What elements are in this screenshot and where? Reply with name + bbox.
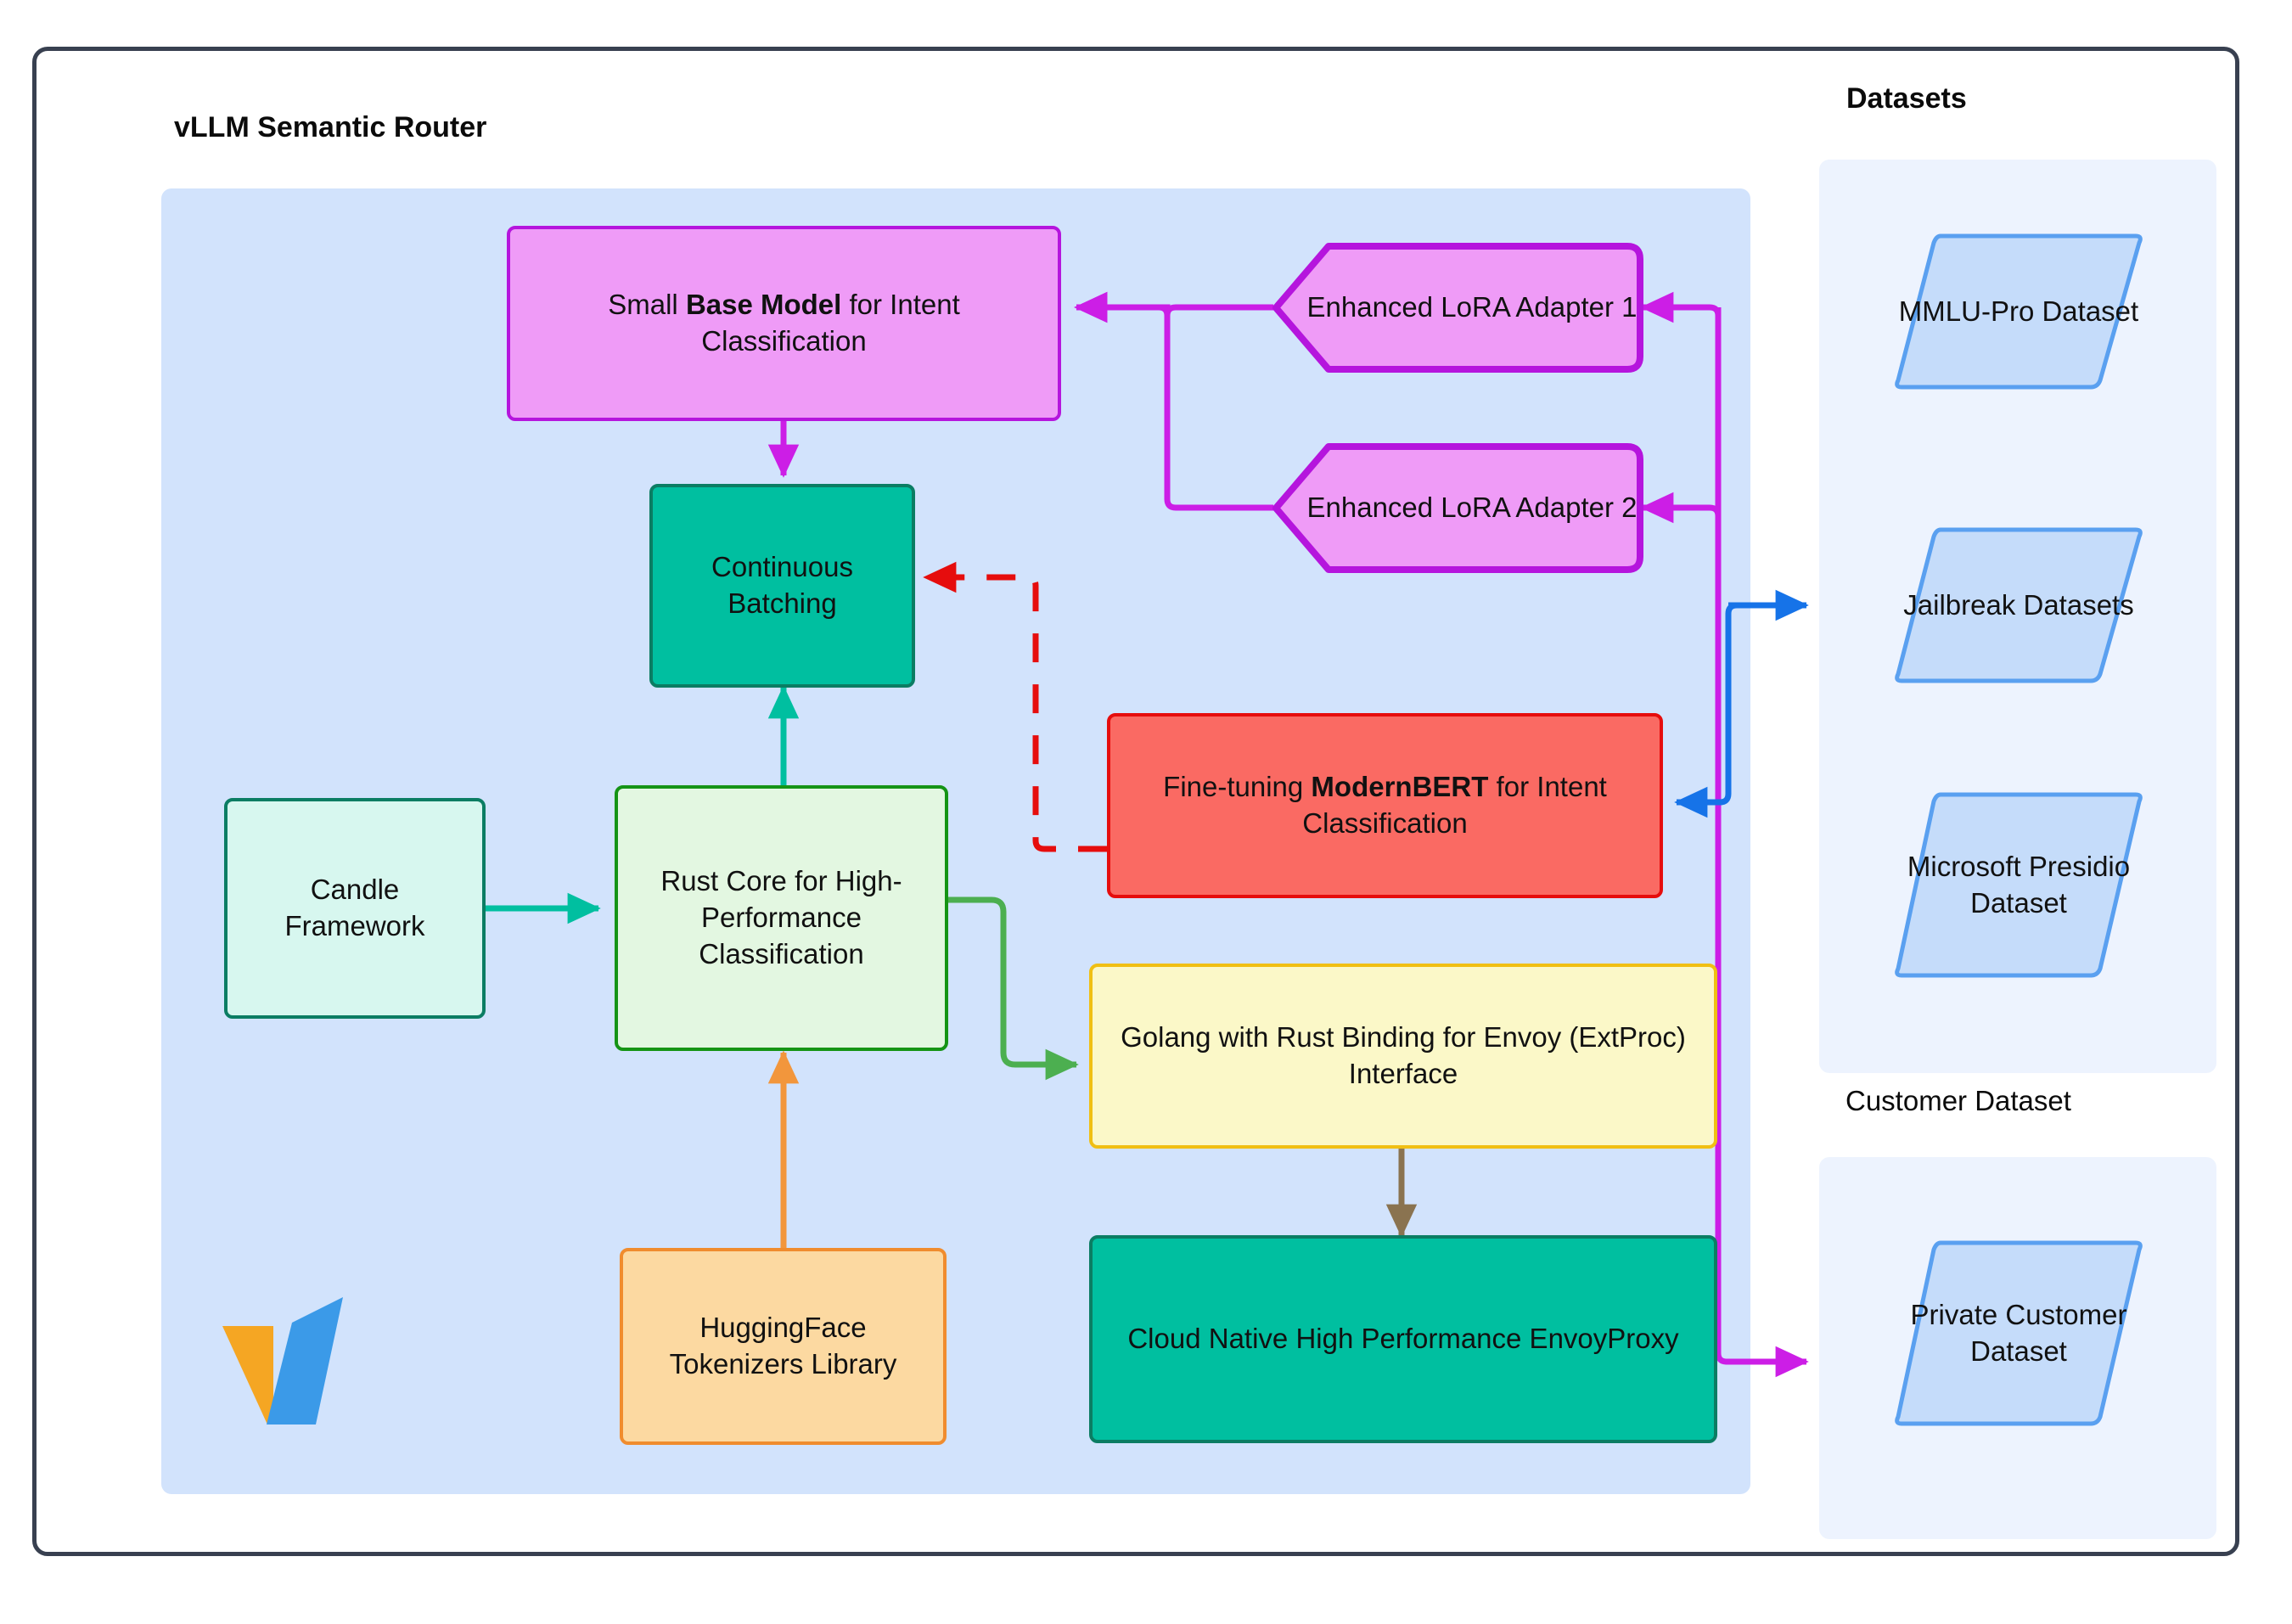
private-customer-dataset-shape: [1895, 1240, 2143, 1426]
node-golang-extproc[interactable]: Golang with Rust Binding for Envoy (ExtP…: [1089, 964, 1717, 1149]
base-model-bold: Base Model: [685, 289, 842, 321]
lora-adapter-1-label: Enhanced LoRA Adapter 1: [1306, 291, 1638, 323]
base-model-pre: Small: [608, 289, 686, 321]
node-private-customer-dataset[interactable]: Private Customer Dataset: [1891, 1238, 2146, 1429]
node-lora-adapter-2[interactable]: Enhanced LoRA Adapter 2: [1271, 442, 1644, 574]
continuous-batching-label: Continuous Batching: [711, 551, 853, 619]
node-rust-core[interactable]: Rust Core for High-Performance Classific…: [615, 785, 948, 1051]
jailbreak-datasets-shape: [1895, 527, 2143, 683]
candle-framework-label: Candle Framework: [284, 874, 425, 941]
node-continuous-batching[interactable]: Continuous Batching: [649, 484, 915, 688]
huggingface-label: HuggingFace Tokenizers Library: [669, 1312, 897, 1380]
node-microsoft-presidio-dataset[interactable]: Microsoft Presidio Dataset: [1891, 790, 2146, 981]
private-customer-dataset-label: Private Customer Dataset: [1910, 1298, 2127, 1367]
datasets-panel-title: Datasets: [1846, 82, 1967, 115]
microsoft-presidio-dataset-shape: [1895, 792, 2143, 978]
vllm-logo: [222, 1297, 343, 1425]
node-jailbreak-datasets[interactable]: Jailbreak Datasets: [1891, 525, 2146, 686]
jailbreak-datasets-label: Jailbreak Datasets: [1903, 588, 2134, 621]
modernbert-pre: Fine-tuning: [1163, 771, 1312, 803]
modernbert-bold: ModernBERT: [1311, 771, 1489, 803]
node-base-model[interactable]: Small Base Model for Intent Classificati…: [507, 226, 1061, 421]
rust-core-label: Rust Core for High-Performance Classific…: [660, 865, 902, 969]
mmlu-pro-dataset-label: MMLU-Pro Dataset: [1898, 295, 2139, 327]
microsoft-presidio-dataset-label: Microsoft Presidio Dataset: [1907, 850, 2131, 919]
customer-dataset-label: Customer Dataset: [1845, 1085, 2071, 1116]
lora-adapter-1-shape: [1272, 243, 1643, 373]
lora-adapter-2-shape: [1272, 443, 1643, 573]
envoy-label: Cloud Native High Performance EnvoyProxy: [1127, 1323, 1679, 1355]
golang-label: Golang with Rust Binding for Envoy (ExtP…: [1121, 1021, 1686, 1089]
node-huggingface-tokenizers[interactable]: HuggingFace Tokenizers Library: [620, 1248, 947, 1445]
node-candle-framework[interactable]: Candle Framework: [224, 798, 486, 1019]
router-panel-title: vLLM Semantic Router: [174, 111, 487, 143]
node-mmlu-pro-dataset[interactable]: MMLU-Pro Dataset: [1891, 231, 2146, 392]
base-model-post: for Intent Classification: [701, 289, 960, 357]
mmlu-pro-dataset-shape: [1895, 233, 2143, 390]
lora-adapter-2-label: Enhanced LoRA Adapter 2: [1306, 492, 1638, 524]
node-lora-adapter-1[interactable]: Enhanced LoRA Adapter 1: [1271, 242, 1644, 374]
node-modernbert-finetune[interactable]: Fine-tuning ModernBERT for Intent Classi…: [1107, 713, 1663, 898]
node-envoy-proxy[interactable]: Cloud Native High Performance EnvoyProxy: [1089, 1235, 1717, 1443]
modernbert-post: for Intent Classification: [1302, 771, 1607, 839]
